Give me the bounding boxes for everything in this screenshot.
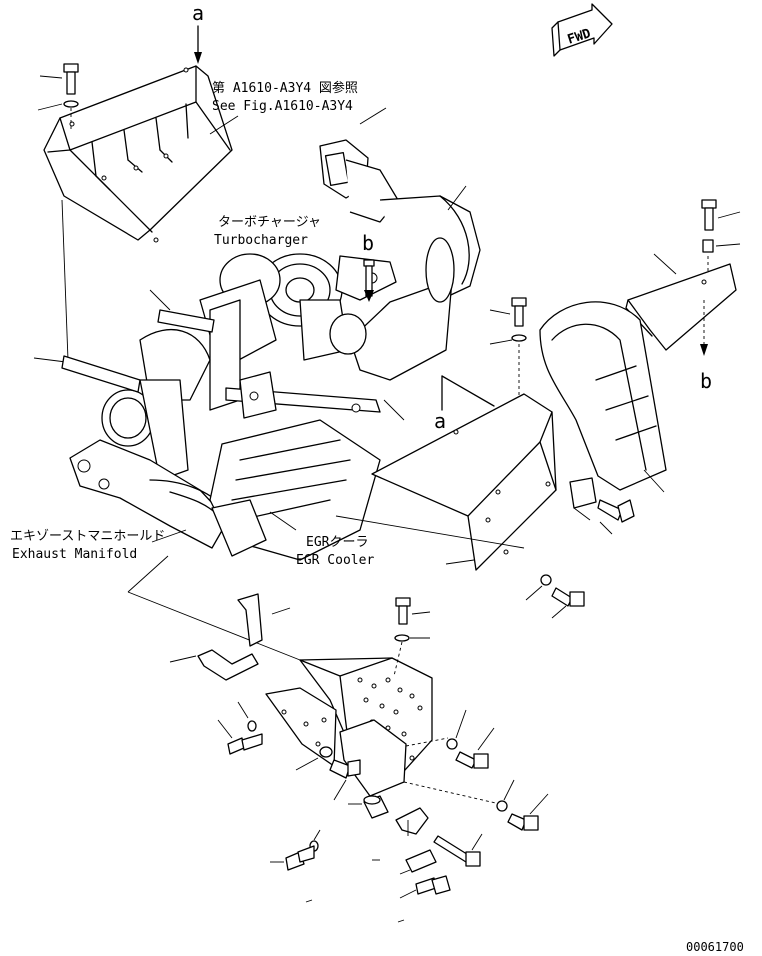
bolt-lower-4 (455, 727, 495, 769)
turbo-en: Turbocharger (214, 233, 308, 248)
right-heat-shield: b (625, 253, 737, 393)
marker-b-right-label: b (700, 369, 712, 393)
washer-lower-1 (393, 634, 430, 677)
engine-assembly (61, 139, 481, 561)
large-heat-shield (335, 393, 557, 571)
spacer-lower (348, 795, 389, 819)
ref-line-jp: 第 A1610-A3Y4 図参照 (212, 80, 358, 96)
egr-jp: EGRクーラ (306, 535, 368, 550)
egr-en: EGR Cooler (296, 553, 374, 568)
washer-lower-5 (496, 779, 515, 812)
bolt-lower-3 (329, 759, 361, 801)
upper-shield-bracket (43, 65, 233, 243)
clip-lower-1 (372, 807, 429, 861)
bolt-center (489, 297, 527, 327)
marker-a-mid-label: a (434, 409, 446, 433)
bolt-clip-right (597, 499, 635, 535)
marker-b-top: b (362, 231, 375, 302)
washer-lower-3 (295, 746, 333, 771)
fwd-arrow-badge: FWD (551, 3, 613, 57)
see-fig-reference: 第 A1610-A3Y4 図参照 See Fig.A1610-A3Y4 (209, 80, 358, 135)
washer-mid-right (525, 574, 552, 601)
washer-center (489, 334, 527, 396)
lower-bracket-assembly (169, 593, 501, 805)
washer-top-left (37, 100, 79, 130)
marker-b-top-label: b (362, 231, 374, 255)
curved-cover (539, 301, 667, 493)
bolt-top-left (39, 63, 79, 95)
small-clip-right (569, 477, 597, 521)
fwd-label: FWD (566, 26, 593, 48)
clip-lower-2 (399, 849, 437, 875)
exhaust-en: Exhaust Manifold (12, 547, 137, 562)
bolt-lower-1 (395, 597, 431, 625)
bolt-mid-right (551, 587, 585, 619)
ref-line-en: See Fig.A1610-A3Y4 (212, 99, 353, 114)
turbo-jp: ターボチャージャ (218, 215, 321, 230)
exhaust-manifold-label: エキゾーストマニホールド Exhaust Manifold (10, 529, 187, 562)
bolt-lower-5 (507, 793, 549, 831)
washer-lower-2 (237, 701, 257, 732)
leader (359, 107, 387, 125)
turbocharger-label: ターボチャージャ Turbocharger (214, 215, 321, 248)
figure-number: 00061700 (686, 940, 744, 954)
washer-lower-4 (446, 709, 467, 750)
marker-a-mid: a (434, 375, 495, 433)
bolt-top-right (701, 199, 741, 231)
exhaust-jp: エキゾーストマニホールド (10, 529, 165, 544)
bolt-lower-8 (270, 845, 315, 871)
bolt-lower-6 (433, 833, 483, 867)
bolt-lower-2 (217, 719, 263, 755)
bolt-lower-7 (399, 875, 451, 899)
marker-a-top-label: a (192, 1, 204, 25)
egr-cooler-label: EGRクーラ EGR Cooler (269, 511, 374, 568)
marker-a-top: a (192, 1, 204, 64)
spacer-top-right (702, 239, 741, 276)
